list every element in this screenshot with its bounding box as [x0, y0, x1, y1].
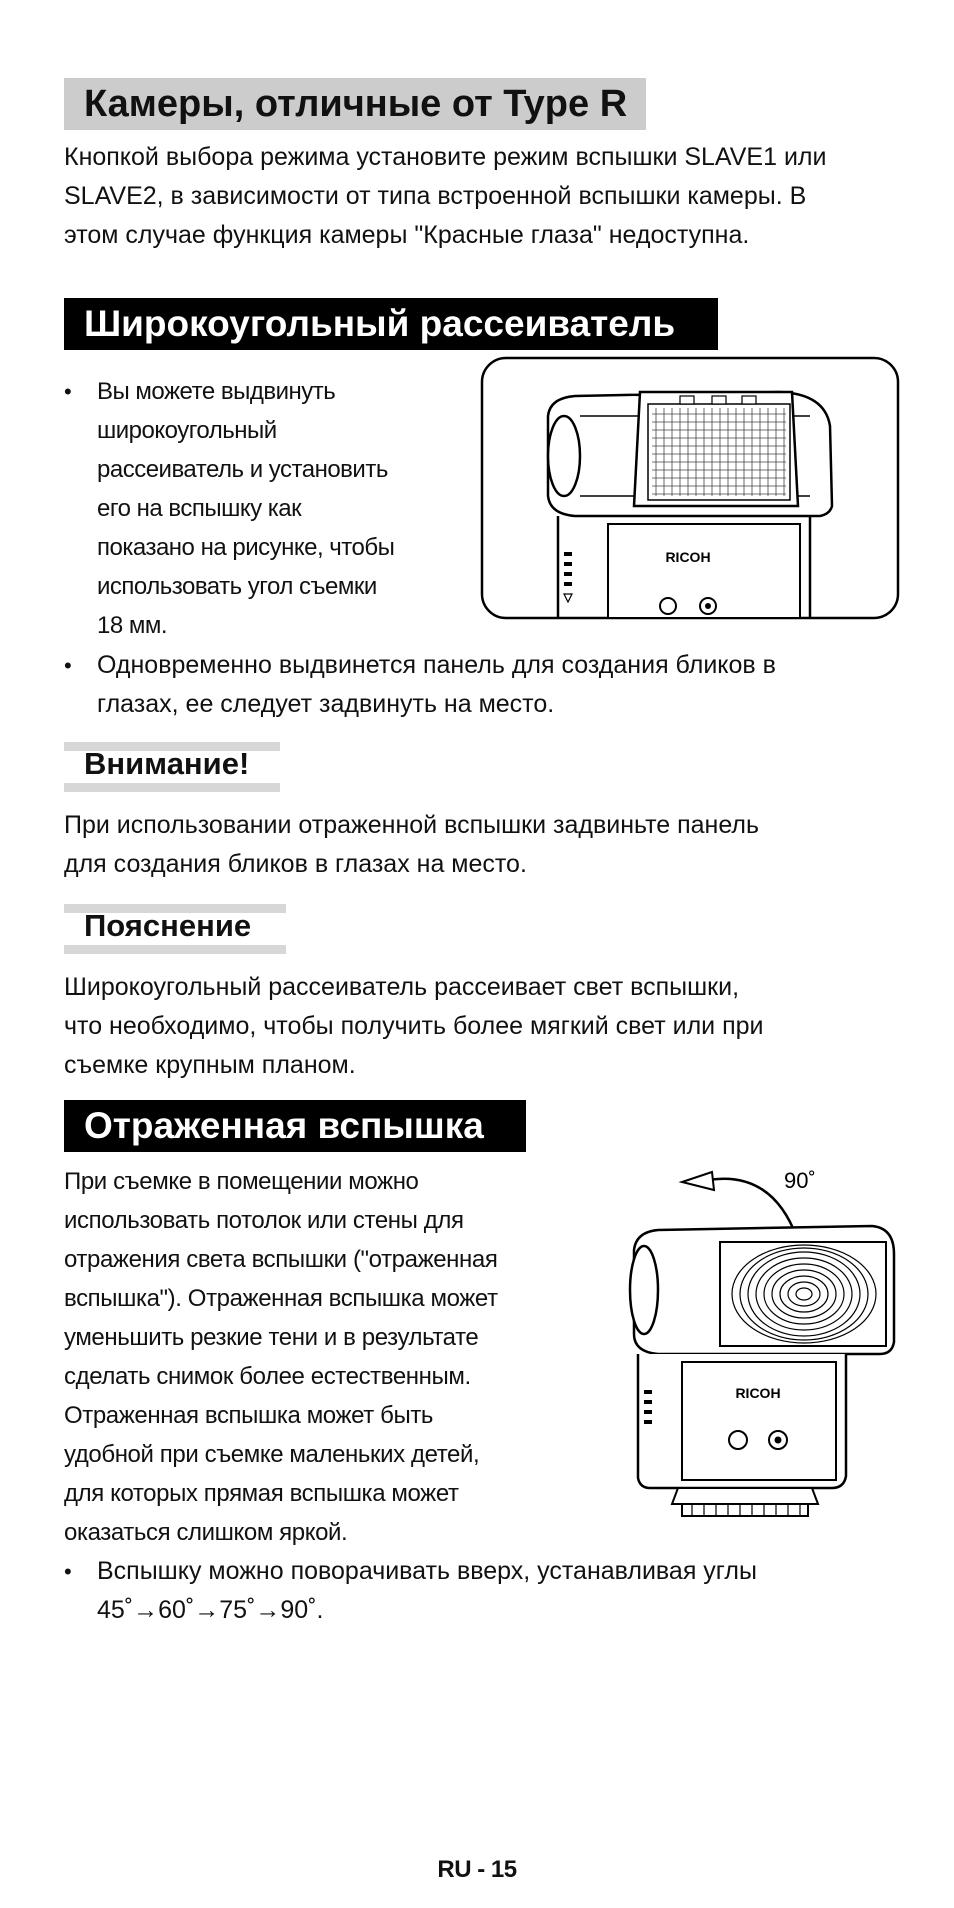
- bullet-icon: •: [64, 653, 72, 678]
- section-text-non-type-r: Кнопкой выбора режима установите режим в…: [64, 143, 827, 249]
- wide-diffuser-illustration: RICOH: [480, 356, 900, 620]
- bullet-icon: •: [64, 1559, 72, 1584]
- page-number: RU - 15: [437, 1856, 517, 1883]
- warning-heading: Внимание!: [64, 742, 280, 792]
- bullet-text: Вы можете выдвинуть широкоугольный рассе…: [97, 378, 395, 639]
- bullet-item: • Вы можете выдвинуть широкоугольный рас…: [64, 372, 464, 645]
- bullet-icon: •: [64, 379, 72, 404]
- angle-label: 90˚: [784, 1168, 816, 1193]
- bullet-item: • Вспышку можно поворачивать вверх, уста…: [64, 1552, 924, 1630]
- bullet-text: Одновременно выдвинется панель для созда…: [97, 651, 776, 718]
- section-text-bounce-flash: При съемке в помещении можно использоват…: [64, 1168, 498, 1546]
- section-heading-wide-diffuser: Широкоугольный рассеиватель: [64, 298, 718, 350]
- bullet-item: • Одновременно выдвинется панель для соз…: [64, 646, 924, 724]
- bullet-text: Вспышку можно поворачивать вверх, устана…: [97, 1557, 757, 1624]
- note-text: Широкоугольный рассеиватель рассеивает с…: [64, 973, 764, 1079]
- section-heading-non-type-r: Камеры, отличные от Type R: [64, 78, 646, 130]
- brand-label: RICOH: [665, 549, 710, 565]
- section-heading-bounce-flash: Отраженная вспышка: [64, 1100, 526, 1152]
- warning-text: При использовании отраженной вспышки зад…: [64, 811, 760, 878]
- note-heading: Пояснение: [64, 904, 286, 954]
- brand-label: RICOH: [735, 1385, 780, 1401]
- bounce-flash-illustration: 90˚ RICOH: [622, 1158, 904, 1530]
